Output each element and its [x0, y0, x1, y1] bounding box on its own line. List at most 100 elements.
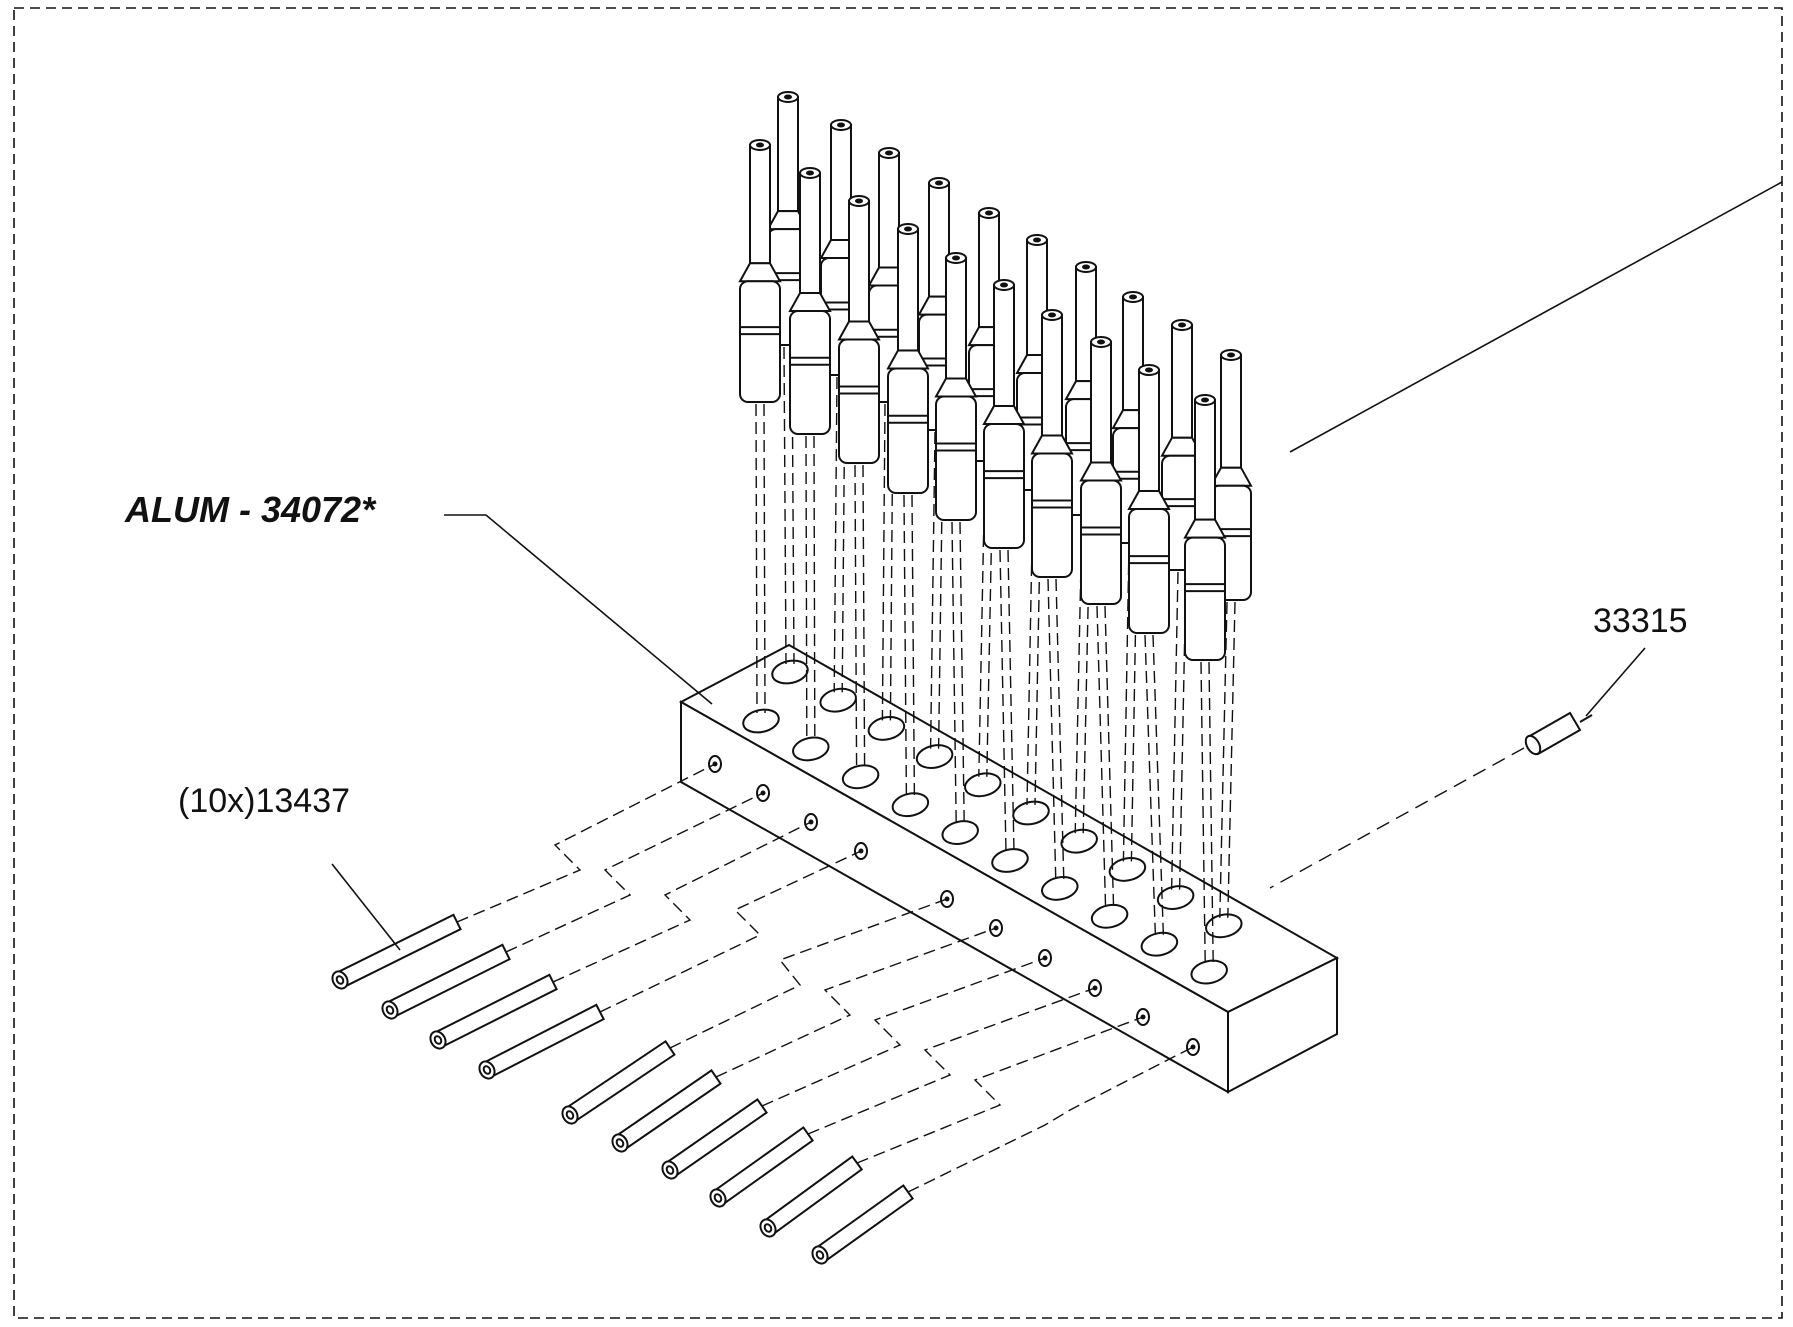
bushing-callout [1289, 181, 1783, 453]
bushing-leader [755, 403, 758, 714]
bushing-bore [935, 180, 943, 186]
bushing-stem [1041, 314, 1063, 437]
bushing-stem [799, 172, 821, 295]
bushing-stem [1171, 324, 1193, 439]
label-small-pin-part: 33315 [1593, 602, 1688, 640]
block-hole [941, 820, 979, 845]
bushing-bore [1227, 352, 1235, 358]
pin-end [478, 1060, 496, 1080]
pin-end-inner [335, 975, 345, 985]
bushing-leader [763, 403, 766, 714]
bushing-leader [903, 494, 908, 797]
block-hole [964, 772, 1002, 798]
bushing-bore [1097, 339, 1105, 345]
bushing [1127, 364, 1171, 635]
block-hole [1060, 828, 1098, 854]
bushing-bore [855, 198, 863, 204]
bushing-stem [878, 152, 900, 269]
bushing-leader [999, 549, 1007, 853]
bushing [788, 167, 832, 435]
bushing-leader [986, 462, 994, 777]
block-hole [1190, 959, 1228, 985]
bushing [982, 279, 1026, 550]
bushing-leader [1130, 544, 1138, 862]
bushing-leader [959, 521, 965, 825]
side-hole [1038, 949, 1052, 967]
callout-leaders [331, 181, 1783, 951]
bushing-bore [985, 210, 993, 216]
block-hole [792, 736, 830, 762]
bushing-body [983, 422, 1025, 550]
side-hole [1186, 1038, 1200, 1056]
bushing-leader [1047, 578, 1057, 881]
bushing-alignment-lines [755, 346, 1236, 965]
pin-leader [599, 850, 862, 1013]
bushing-shoulder [1209, 466, 1253, 487]
bushing-bore [885, 150, 893, 156]
bushing-stem [1138, 369, 1160, 492]
block-hole [891, 792, 930, 818]
bushing-leader [1104, 605, 1115, 909]
bushing-bore [1000, 282, 1008, 288]
bushing-shoulder [738, 262, 782, 283]
bushing-leader [833, 376, 838, 693]
bushing-shoulder [1030, 434, 1074, 455]
dowel-pins [331, 913, 915, 1265]
pin-end [709, 1188, 727, 1208]
bushing [1183, 394, 1227, 661]
pin-end-inner [615, 1138, 625, 1148]
bushing-bore [1145, 367, 1153, 373]
small-pin-callout [1585, 647, 1646, 717]
bushing-leader [929, 431, 936, 749]
bushing-stem [897, 228, 919, 352]
bushing-leader [1096, 605, 1107, 909]
side-hole [804, 813, 818, 831]
pin-leader [761, 957, 1046, 1107]
bushing-leader [881, 403, 886, 721]
block-hole [742, 708, 780, 734]
pin-end-inner [385, 1005, 395, 1015]
bushing-shoulder [1183, 518, 1227, 539]
dowel-pin [478, 1003, 605, 1080]
pin-leader [552, 821, 812, 983]
pin-end [811, 1245, 829, 1265]
side-hole-center [1190, 1044, 1196, 1050]
bushing-shoulder [837, 320, 881, 341]
bushing-shoulder [1127, 489, 1171, 510]
side-hole [1088, 979, 1102, 997]
pin-end-inner [815, 1250, 825, 1260]
pin-body [761, 1155, 864, 1236]
bushing-shoulder [886, 349, 930, 370]
bushing-body [935, 395, 977, 521]
block-hole [1156, 885, 1195, 910]
bushing-leader [1055, 578, 1065, 881]
block-hole [819, 687, 857, 713]
bushing [837, 195, 881, 464]
pin-end-inner [713, 1193, 723, 1203]
bushing-shoulder [788, 292, 832, 313]
pin-leader [456, 763, 716, 923]
pin-leader [807, 987, 1096, 1135]
bushing-stem [1090, 341, 1112, 464]
dowel-pin [709, 1126, 815, 1208]
bushing-stem [777, 96, 799, 213]
pin-leader [669, 898, 948, 1049]
bushing-leader [813, 435, 816, 741]
pin-leader [715, 927, 997, 1078]
bushing-leader [1082, 516, 1091, 834]
bushing-shoulder [934, 377, 978, 398]
pin-body [813, 1184, 915, 1263]
pin-end [381, 1000, 399, 1020]
side-hole [1136, 1008, 1150, 1026]
block-hole [991, 848, 1029, 873]
bushing-stem [1220, 354, 1242, 469]
side-hole-center [944, 896, 950, 902]
block-hole [771, 659, 809, 685]
small-pin-end [1524, 734, 1542, 756]
bushing [738, 139, 782, 403]
bushing-bore [756, 142, 764, 148]
bushing-bore [837, 122, 845, 128]
small-pin-leader [1269, 747, 1525, 889]
pin-end-inner [565, 1110, 575, 1120]
